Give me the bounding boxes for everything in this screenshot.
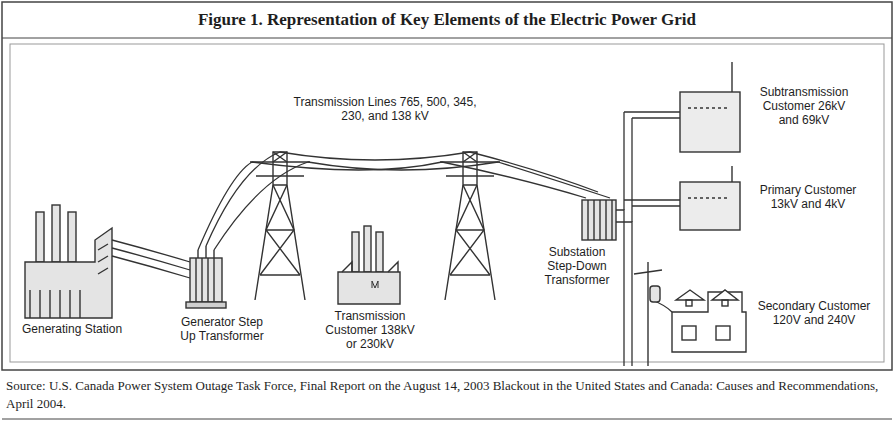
figure-title: Figure 1. Representation of Key Elements…: [10, 10, 884, 30]
bottom-rule: [2, 419, 892, 420]
transmission-customer-plant: [338, 226, 400, 304]
component-label: Subtransmission Customer 26kV and 69kV: [752, 86, 856, 127]
generating-station: [25, 205, 112, 318]
secondary-house: [672, 290, 746, 352]
component-label: Generator Step Up Transformer: [172, 316, 272, 344]
component-label: Primary Customer 13kV and 4kV: [752, 184, 864, 212]
transmission-tower: [250, 152, 310, 300]
component-label: Secondary Customer 120V and 240V: [750, 300, 878, 328]
figure-frame: [2, 2, 892, 370]
source-caption: Source: U.S. Canada Power System Outage …: [6, 377, 886, 412]
title-rule: [2, 38, 892, 39]
component-label: Generating Station: [22, 323, 172, 337]
primary-building: [680, 166, 740, 230]
illustration-frame: [10, 44, 884, 362]
transmission-lines: [198, 152, 610, 250]
generator-leads: [112, 240, 190, 278]
subtransmission-building: [680, 62, 740, 152]
component-label: Substation Step-Down Transformer: [536, 246, 618, 287]
step-up-transformer: [186, 246, 226, 308]
distribution-pole: [634, 262, 662, 366]
component-label: Transmission Lines 765, 500, 345, 230, a…: [285, 96, 485, 124]
transmission-tower: [440, 152, 500, 300]
component-label: Transmission Customer 138kV or 230kV: [320, 310, 420, 351]
substation-transformer: [582, 200, 616, 240]
distribution-lines: [616, 112, 680, 366]
